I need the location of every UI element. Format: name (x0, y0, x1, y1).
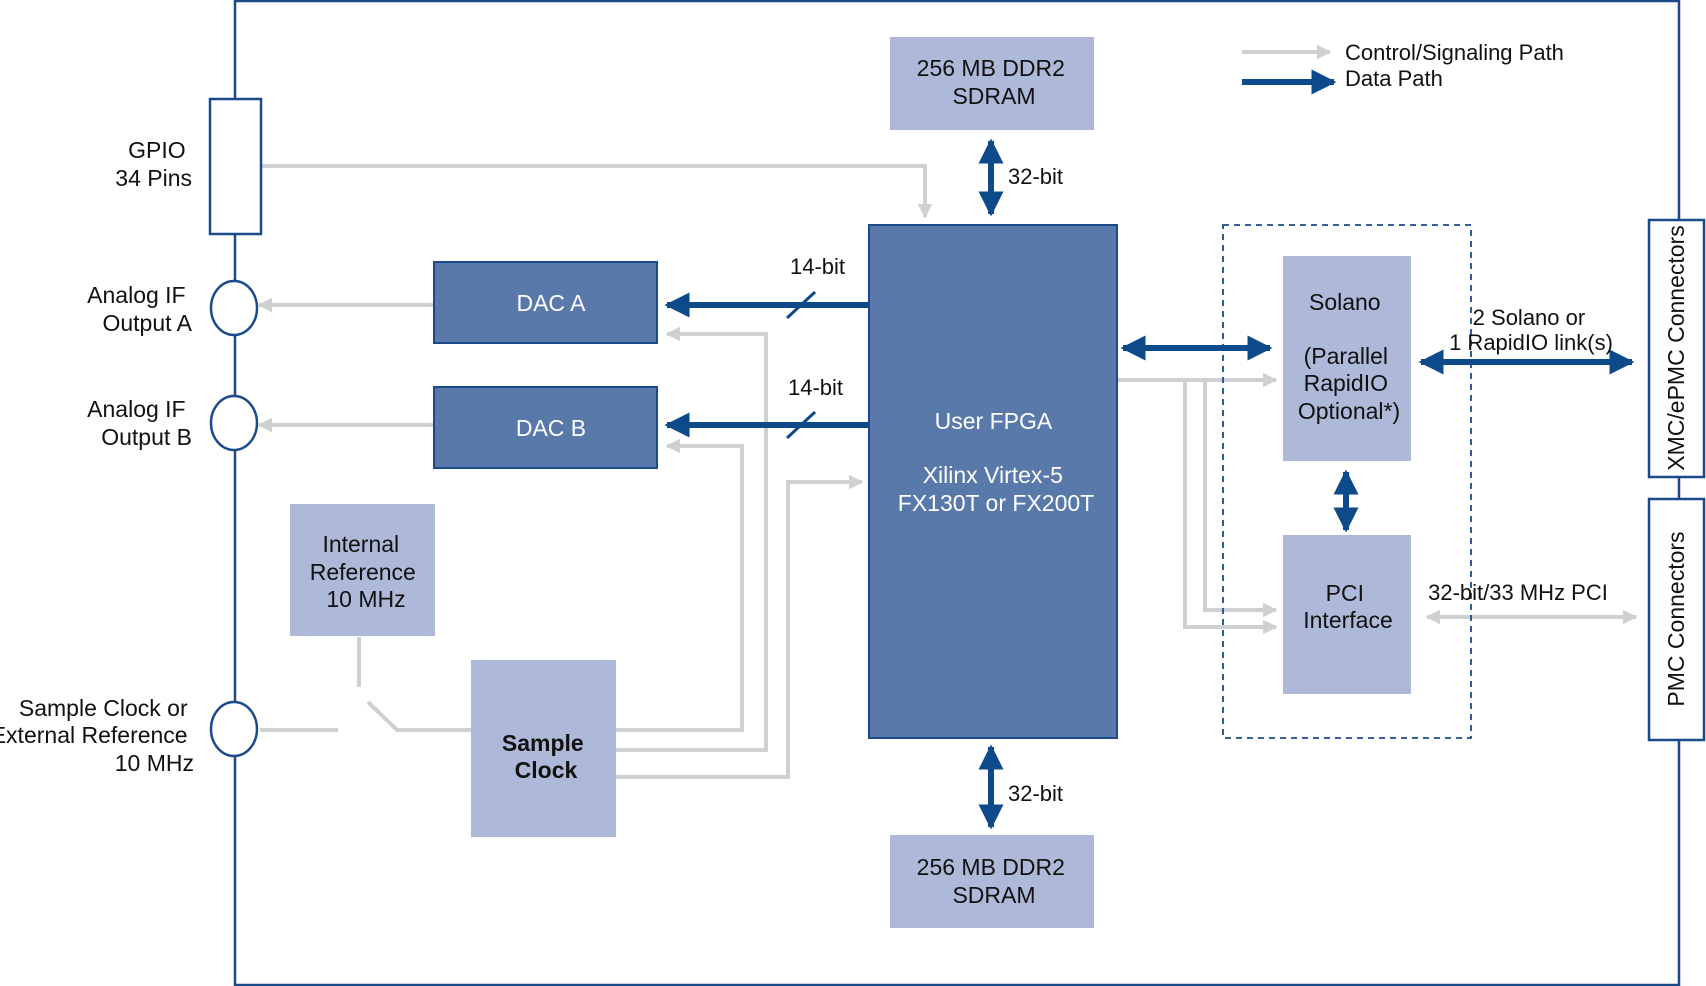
gpio-connector: GPIO 34 Pins (115, 97, 263, 236)
gpio-header (208, 97, 263, 236)
gpio-to-fpga-path (262, 164, 933, 219)
user-fpga-block: User FPGA Xilinx Virtex-5 FX130T or FX20… (868, 224, 1118, 739)
legend: Control/Signaling Path Data Path (1242, 40, 1564, 95)
svg-text:256 MB DDR2 SDRAM: 256 MB DDR2 SDRAM (917, 55, 1072, 109)
pci-bus-label: 32-bit/33 MHz PCI (1428, 580, 1608, 605)
svg-text:Solano (Parallel: Solano (Parallel RapidIO Optional*) (1298, 289, 1400, 424)
analog-output-b-label: Analog IF Output B (87, 396, 192, 450)
svg-text:PCI Interface: PCI Interface (1303, 580, 1393, 633)
ref-switch-path (366, 700, 471, 732)
xmc-connector: XMC/ePMC Connectors (1647, 218, 1706, 479)
legend-data-text: Data Path (1345, 66, 1443, 91)
dac-b-bus-slash (785, 410, 817, 440)
pci-interface-block: PCI Interface (1283, 535, 1411, 694)
gpio-label: GPIO 34 Pins (115, 137, 192, 191)
dac-a-block: DAC A (433, 261, 658, 344)
internal-reference-block: Internal Reference 10 MHz (290, 504, 435, 636)
ddr-top-block: 256 MB DDR2 SDRAM (890, 37, 1094, 130)
analog-output-b-connector: Analog IF Output B (87, 394, 259, 452)
legend-control-text: Control/Signaling Path (1345, 40, 1564, 65)
control-paths (257, 164, 1638, 779)
analog-output-b-jack (209, 394, 259, 452)
sample-clock-block: Sample Clock (471, 660, 616, 837)
sample-clock-connector: Sample Clock or External Reference 10 MH… (0, 695, 259, 776)
svg-text:256 MB DDR2 SDRAM: 256 MB DDR2 SDRAM (917, 854, 1072, 908)
ddr-top-bus-label: 32-bit (1008, 164, 1063, 189)
svg-text:User FPGA Xilinx: User FPGA Xilinx Virtex-5 FX130T or FX20… (898, 408, 1094, 516)
svg-text:Sample Clock: Sample Clock (502, 730, 590, 783)
fpga-to-pci-control-a (1123, 378, 1278, 635)
sample-clock-jack (209, 700, 259, 758)
analog-output-a-jack (209, 279, 259, 337)
clock-to-dac-a-path (616, 326, 768, 752)
fpga-to-pci-control-b (1203, 380, 1278, 618)
sample-clock-input-label: Sample Clock or External Reference 10 MH… (0, 695, 194, 776)
dac-b-bus-label: 14-bit (788, 375, 843, 400)
dac-b-block: DAC B (433, 386, 658, 469)
svg-text:XMC/ePMC Connectors: XMC/ePMC Connectors (1663, 225, 1689, 470)
ddr-bottom-block: 256 MB DDR2 SDRAM (890, 835, 1094, 928)
analog-output-a-connector: Analog IF Output A (87, 279, 259, 337)
svg-text:Internal Reference: Internal Reference 10 MHz (310, 531, 423, 612)
clock-to-fpga-path (616, 474, 864, 779)
svg-text:DAC A: DAC A (516, 290, 586, 316)
clock-to-dac-b-path (616, 438, 744, 732)
data-paths (664, 138, 1635, 830)
pmc-connector: PMC Connectors (1647, 497, 1706, 742)
dac-a-bus-slash (785, 290, 817, 320)
svg-text:PMC Connectors: PMC Connectors (1663, 531, 1689, 706)
ddr-bottom-bus-label: 32-bit (1008, 781, 1063, 806)
board-outline (233, 0, 1681, 986)
svg-text:DAC B: DAC B (516, 415, 586, 441)
solano-link-label: 2 Solano or 1 RapidIO link(s) (1449, 305, 1613, 355)
analog-output-a-label: Analog IF Output A (87, 282, 192, 336)
dac-a-bus-label: 14-bit (790, 254, 845, 279)
solano-block: Solano (Parallel RapidIO Optional*) (1283, 256, 1411, 461)
optional-region (1222, 224, 1472, 739)
